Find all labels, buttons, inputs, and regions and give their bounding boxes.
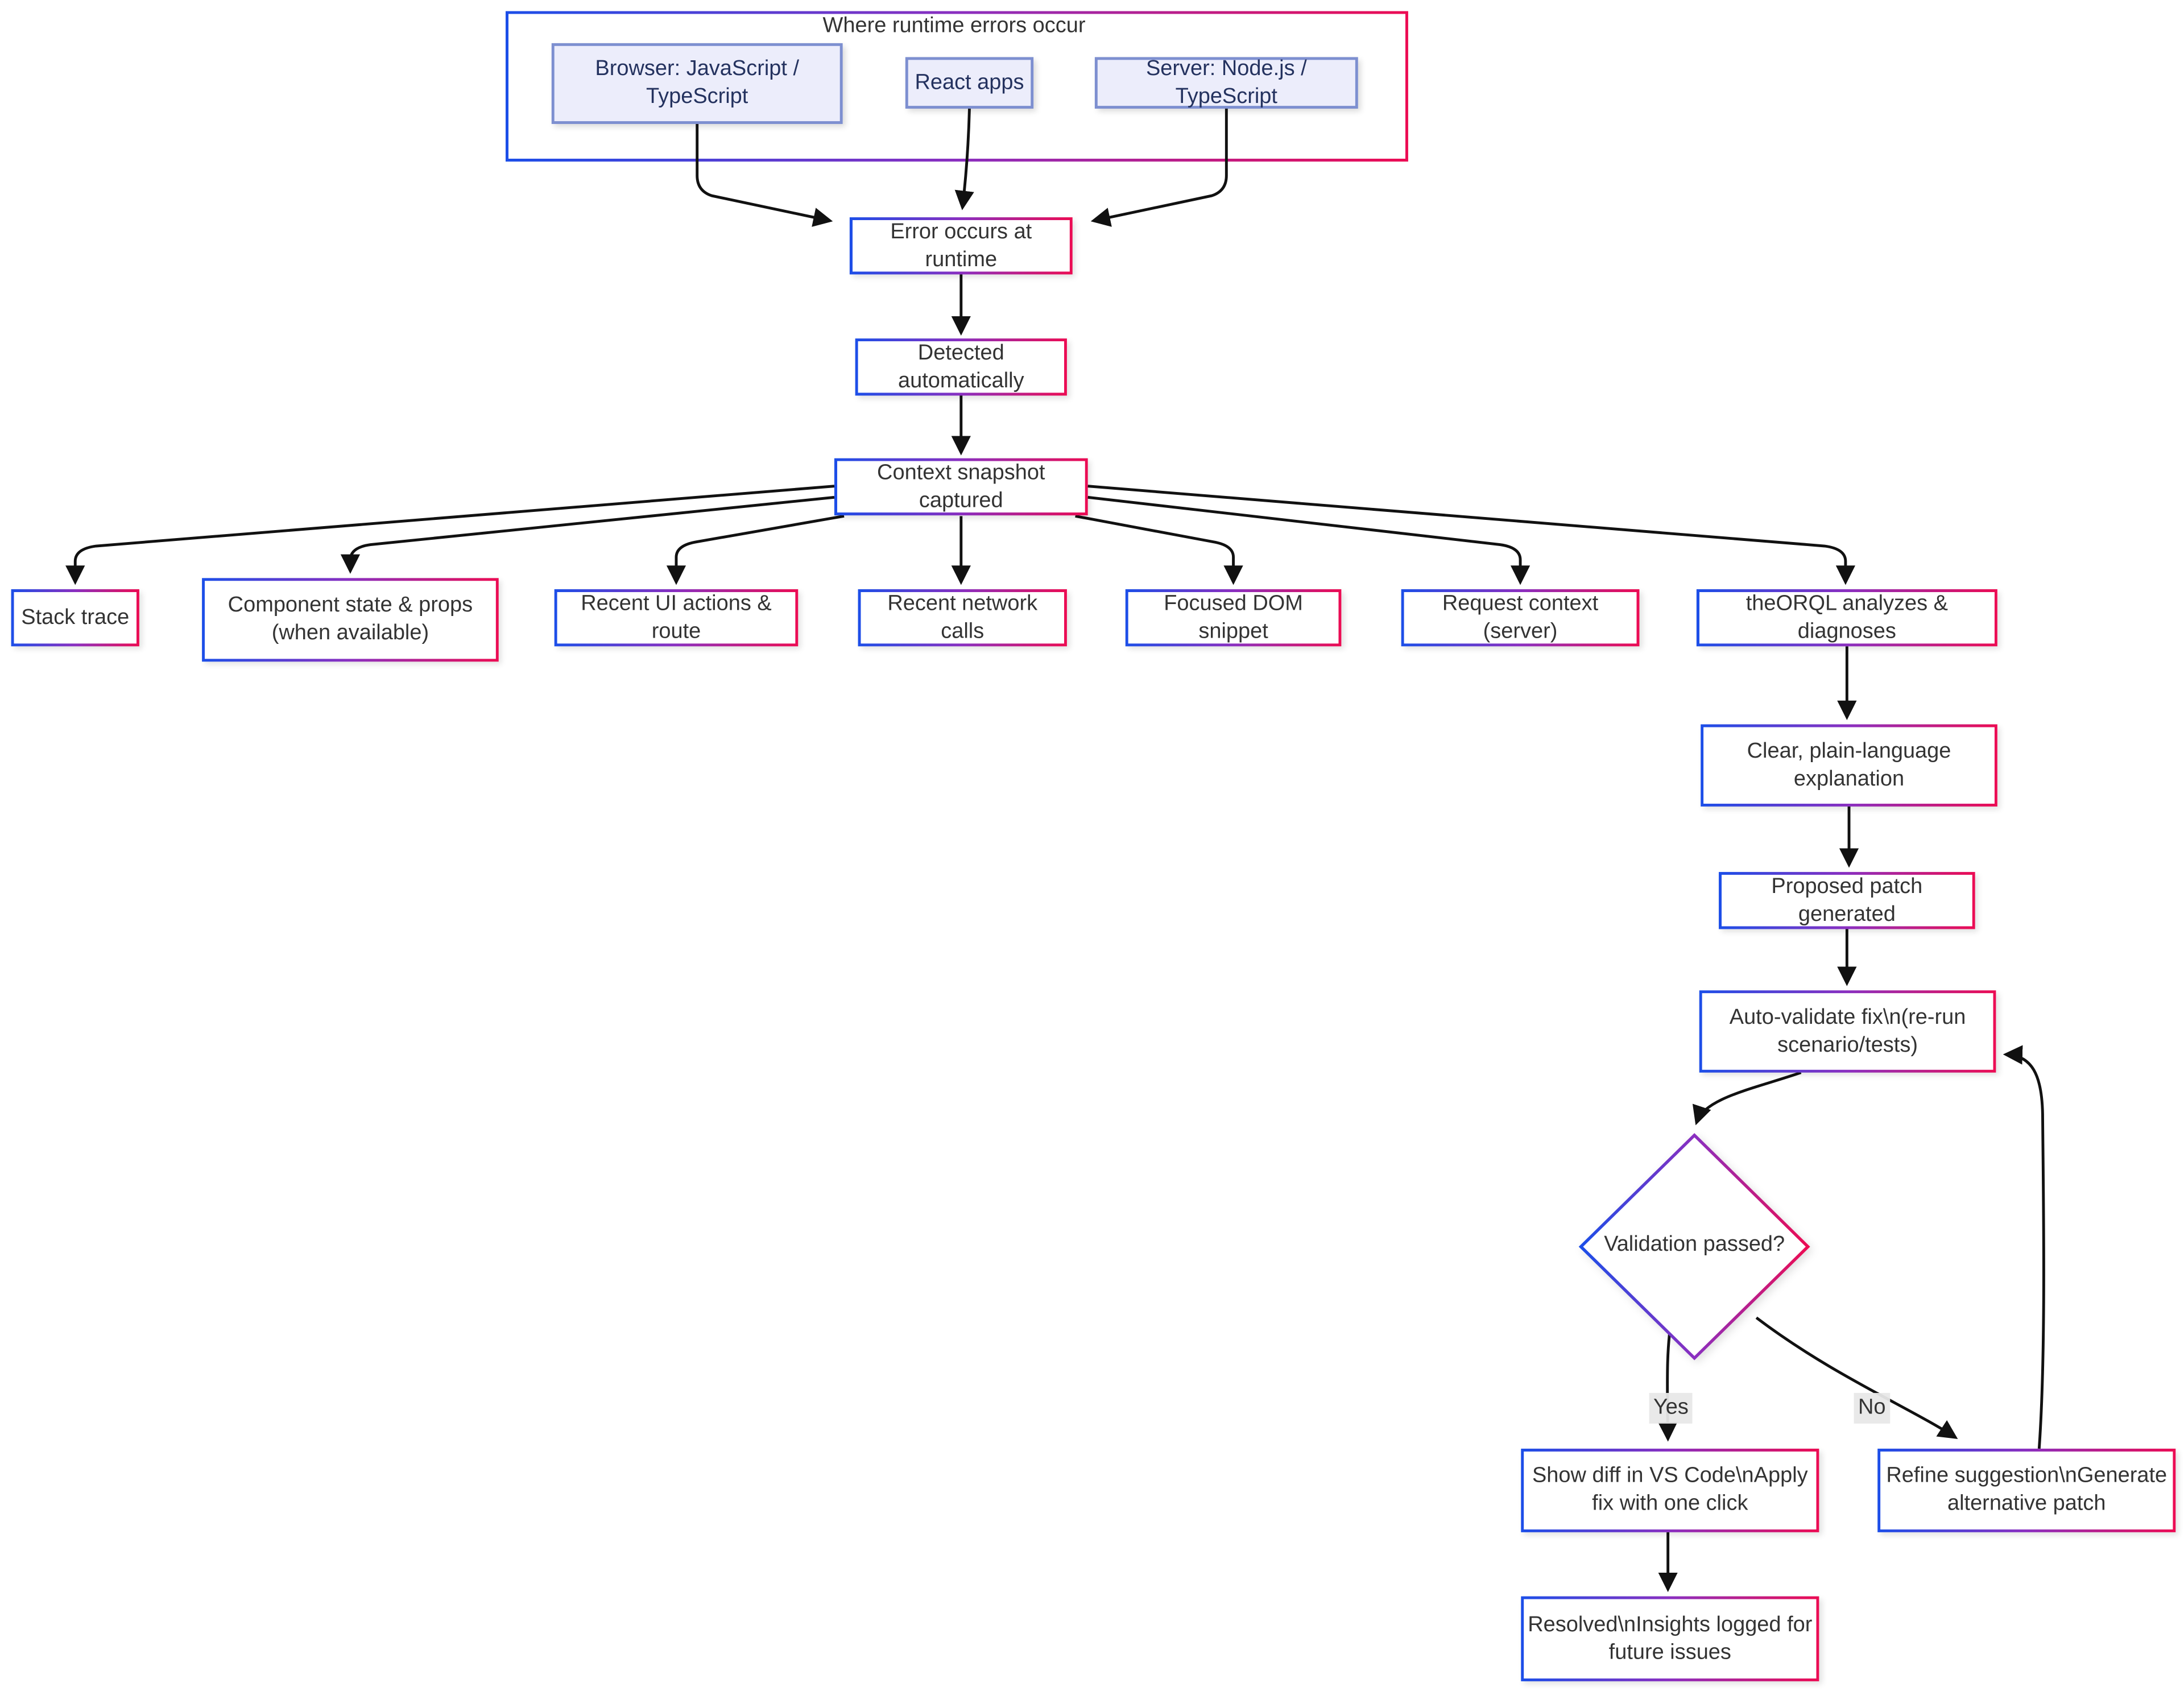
edge-context-to-stack: [65, 485, 835, 585]
edge-decision-no-to-refine: [1755, 1316, 1958, 1439]
node-focused-dom-snippet: Focused DOM snippet: [1126, 589, 1342, 646]
edge-context-to-reqctx: [1087, 495, 1531, 585]
node-context-snapshot-captured: Context snapshot captured: [834, 458, 1088, 515]
node-show-diff-vs-code: Show diff in VS Code\nApply fix with one…: [1521, 1449, 1819, 1532]
node-resolved-insights-logged: Resolved\nInsights logged for future iss…: [1521, 1597, 1819, 1681]
node-refine-suggestion: Refine suggestion\nGenerate alternative …: [1877, 1449, 2175, 1532]
node-detected-automatically: Detected automatically: [855, 338, 1067, 395]
edge-server-to-error: [1090, 109, 1228, 227]
edge-context-to-uiactions: [666, 514, 845, 585]
node-recent-ui-actions-route: Recent UI actions & route: [555, 589, 799, 646]
node-server-nodejs-typescript: Server: Node.js / TypeScript: [1094, 56, 1358, 109]
node-error-occurs-at-runtime: Error occurs at runtime: [850, 217, 1073, 274]
decision-diamond-shape: [1578, 1133, 1810, 1361]
node-component-state-props: Component state & props (when available): [202, 578, 499, 661]
edge-react-to-error: [954, 108, 974, 210]
edge-refine-loop-to-validate: [2003, 1045, 2045, 1449]
edge-context-to-component: [340, 495, 835, 574]
node-browser-javascript-typescript: Browser: JavaScript / TypeScript: [551, 43, 843, 124]
cluster-label: Where runtime errors occur: [822, 14, 1086, 38]
edge-label-no: No: [1854, 1392, 1890, 1424]
edge-label-yes: Yes: [1649, 1392, 1693, 1424]
edge-context-to-dom: [1075, 514, 1243, 585]
node-plain-language-explanation: Clear, plain-language explanation: [1701, 724, 1997, 806]
edge-validate-to-decision: [1692, 1071, 1802, 1126]
node-recent-network-calls: Recent network calls: [858, 589, 1067, 646]
node-auto-validate-fix: Auto-validate fix\n(re-run scenario/test…: [1699, 990, 1996, 1072]
node-theorql-analyzes-diagnoses: theORQL analyzes & diagnoses: [1697, 589, 1997, 646]
node-request-context-server: Request context (server): [1401, 589, 1640, 646]
node-react-apps: React apps: [905, 57, 1034, 109]
node-stack-trace: Stack trace: [11, 589, 139, 646]
edge-context-to-analyze: [1087, 485, 1856, 585]
edge-browser-to-error: [696, 123, 833, 227]
node-proposed-patch-generated: Proposed patch generated: [1719, 872, 1975, 929]
node-validation-passed-decision: Validation passed?: [1604, 1233, 1785, 1256]
